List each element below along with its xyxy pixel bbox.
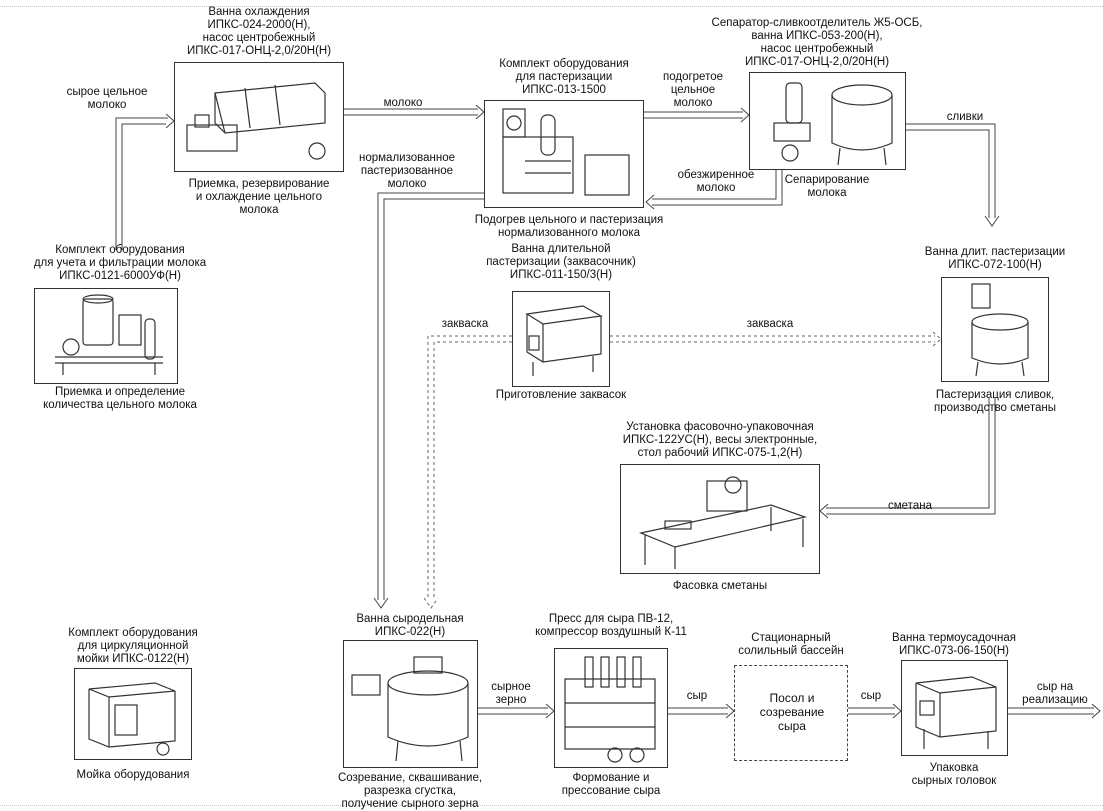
cream-pasteurization-caption: Пастеризация сливок, производство сметан… xyxy=(934,389,1056,414)
separator-caption: Сепарирование молока xyxy=(784,174,870,199)
packing-box xyxy=(620,464,820,574)
cip-box xyxy=(74,668,192,760)
salting-box-text: Посол и созревание сыра xyxy=(759,691,825,733)
cream-pasteurization-title: Ванна длит. пастеризации ИПКС-072-100(Н) xyxy=(924,246,1066,271)
pipe-heated-milk xyxy=(644,111,743,119)
pipe-cheese-2 xyxy=(848,707,895,715)
flow-label-cheese-sale: сыр на реализацию xyxy=(1022,681,1088,706)
flow-label-starter-left: закваска xyxy=(441,318,489,330)
pipe-raw-milk xyxy=(115,117,168,250)
separator-title: Сепаратор-сливкоотделитель Ж5-ОСБ, ванна… xyxy=(711,17,923,68)
flow-label-skim-milk: обезжиренное молоко xyxy=(677,169,755,194)
pasteurization-box xyxy=(484,100,644,208)
pipe-milk xyxy=(344,108,478,116)
flow-label-heated-milk: подогретое цельное молоко xyxy=(662,71,723,109)
flow-label-raw-milk: сырое цельное молоко xyxy=(66,86,148,111)
cip-station-icon xyxy=(88,682,176,756)
pipe-cheese-1 xyxy=(668,707,728,715)
pipe-cheese-sale xyxy=(1008,707,1094,715)
starter-title: Ванна длительной пастеризации (заквасочн… xyxy=(486,243,636,281)
pipe-starter-right xyxy=(610,335,935,343)
flow-label-sour-cream: сметана xyxy=(888,500,932,512)
starter-bath-icon xyxy=(525,305,603,376)
arrow-sour-cream xyxy=(819,503,829,519)
arrow-normalized-milk xyxy=(373,597,389,609)
arrow-cream xyxy=(984,215,1000,227)
cip-title: Комплект оборудования для циркуляционной… xyxy=(68,627,198,665)
arrow-cheese-2 xyxy=(892,703,902,719)
flow-label-milk: молоко xyxy=(383,97,423,109)
shrink-box xyxy=(901,660,1008,756)
packing-caption: Фасовка сметаны xyxy=(672,580,768,592)
separator-icon xyxy=(773,82,893,166)
packing-title: Установка фасовочно-упаковочная ИПКС-122… xyxy=(622,421,818,459)
cheese-vat-title: Ванна сыродельная ИПКС-022(Н) xyxy=(356,613,464,638)
separator-box xyxy=(749,72,906,170)
cheese-press-icon xyxy=(564,656,656,763)
arrow-starter-left xyxy=(423,597,439,609)
flow-label-starter-right: закваска xyxy=(746,318,794,330)
cheese-vat-icon xyxy=(351,656,469,762)
cheese-vat-caption: Созревание, сквашивание, разрезка сгустк… xyxy=(337,772,483,810)
arrow-starter-right xyxy=(932,331,942,347)
top-border-line xyxy=(0,6,1103,7)
arrow-milk xyxy=(475,104,485,120)
cooling-bath-icon xyxy=(186,82,326,160)
packing-table-icon xyxy=(638,476,808,569)
pipe-normalized-milk xyxy=(377,192,484,600)
pipe-cheese-grain xyxy=(478,707,548,715)
arrow-skim-milk xyxy=(645,194,655,210)
cooling-title: Ванна охлаждения ИПКС-024-2000(Н), насос… xyxy=(186,6,332,57)
flow-label-cream: сливки xyxy=(946,111,984,123)
milk-accounting-box xyxy=(34,288,178,384)
milk-accounting-caption: Приемка и определение количества цельног… xyxy=(43,386,197,411)
arrow-cheese-grain xyxy=(545,703,555,719)
milk-accounting-title: Комплект оборудования для учета и фильтр… xyxy=(33,244,207,282)
starter-box xyxy=(512,291,610,387)
starter-caption: Приготовление заквасок xyxy=(495,389,627,401)
press-box xyxy=(554,648,668,768)
flow-label-cheese-1: сыр xyxy=(686,690,708,702)
pipe-raw-milk-inner xyxy=(121,123,166,250)
pipe-skim-milk xyxy=(652,167,783,206)
shrink-caption: Упаковка сырных головок xyxy=(911,762,997,787)
bottom-border-line xyxy=(0,805,1103,806)
cream-vat-icon xyxy=(971,283,1029,377)
shrink-bath-icon xyxy=(915,676,997,749)
milk-filter-unit-icon xyxy=(55,294,163,375)
press-caption: Формование и прессование сыра xyxy=(561,772,661,797)
pipe-sour-cream xyxy=(826,398,996,515)
arrow-cheese-sale xyxy=(1091,703,1101,719)
arrow-raw-milk xyxy=(165,113,175,129)
arrow-heated-milk xyxy=(740,107,750,123)
flow-label-cheese-2: сыр xyxy=(860,690,882,702)
pasteurization-title: Комплект оборудования для пастеризации И… xyxy=(499,58,629,96)
pasteurizer-icon xyxy=(502,108,630,196)
cooling-box xyxy=(174,62,344,172)
pasteurization-caption: Подогрев цельного и пастеризация нормали… xyxy=(474,214,664,239)
press-title: Пресс для сыра ПВ-12, компрессор воздушн… xyxy=(535,613,687,638)
cip-caption: Мойка оборудования xyxy=(76,769,190,781)
cooling-caption: Приемка, резервирование и охлаждение цел… xyxy=(188,178,330,216)
arrow-cheese-1 xyxy=(725,703,735,719)
cheese-vat-box xyxy=(343,640,478,768)
flow-label-normalized-milk: нормализованное пастеризованное молоко xyxy=(359,152,455,190)
salting-title: Стационарный солильный бассейн xyxy=(738,632,844,657)
pipe-starter-left xyxy=(427,335,512,600)
shrink-title: Ванна термоусадочная ИПКС-073-06-150(Н) xyxy=(891,632,1017,657)
pipe-cream xyxy=(906,123,996,218)
salting-box: Посол и созревание сыра xyxy=(734,665,848,761)
flow-label-cheese-grain: сырное зерно xyxy=(491,681,531,706)
cream-pasteurization-box xyxy=(941,277,1049,382)
